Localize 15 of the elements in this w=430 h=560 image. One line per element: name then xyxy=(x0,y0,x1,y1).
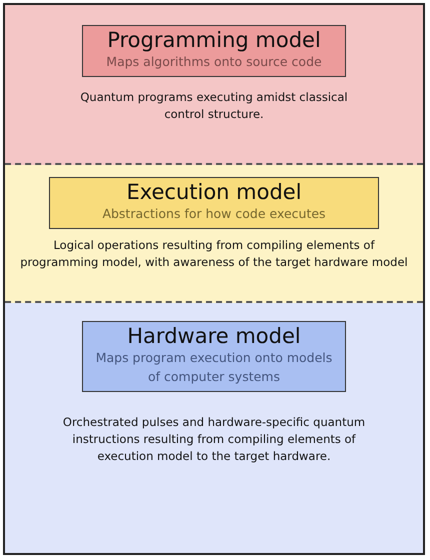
model-subtitle: Maps algorithms onto source code xyxy=(105,53,323,72)
model-title: Execution model xyxy=(125,180,303,206)
model-title: Programming model xyxy=(106,28,322,54)
layer-description: Orchestrated pulses and hardware-specific quantum instructions resulting from compiling elements of execution model to the target hardware. xyxy=(62,414,366,466)
layer-band xyxy=(5,165,423,303)
layer-description: Quantum programs executing amidst classical control structure. xyxy=(79,88,349,124)
layer-band xyxy=(5,303,423,553)
model-subtitle: Abstractions for how code executes xyxy=(101,205,327,224)
model-box xyxy=(82,25,346,77)
layer-description: Logical operations resulting from compiling elements of programming model, with awareness of the target hardware model xyxy=(19,236,409,272)
model-box xyxy=(82,321,346,392)
layer-band xyxy=(5,5,423,165)
model-box xyxy=(49,177,379,229)
model-title: Hardware model xyxy=(126,324,302,350)
model-subtitle: Maps program execution onto models of computer systems xyxy=(94,349,334,386)
